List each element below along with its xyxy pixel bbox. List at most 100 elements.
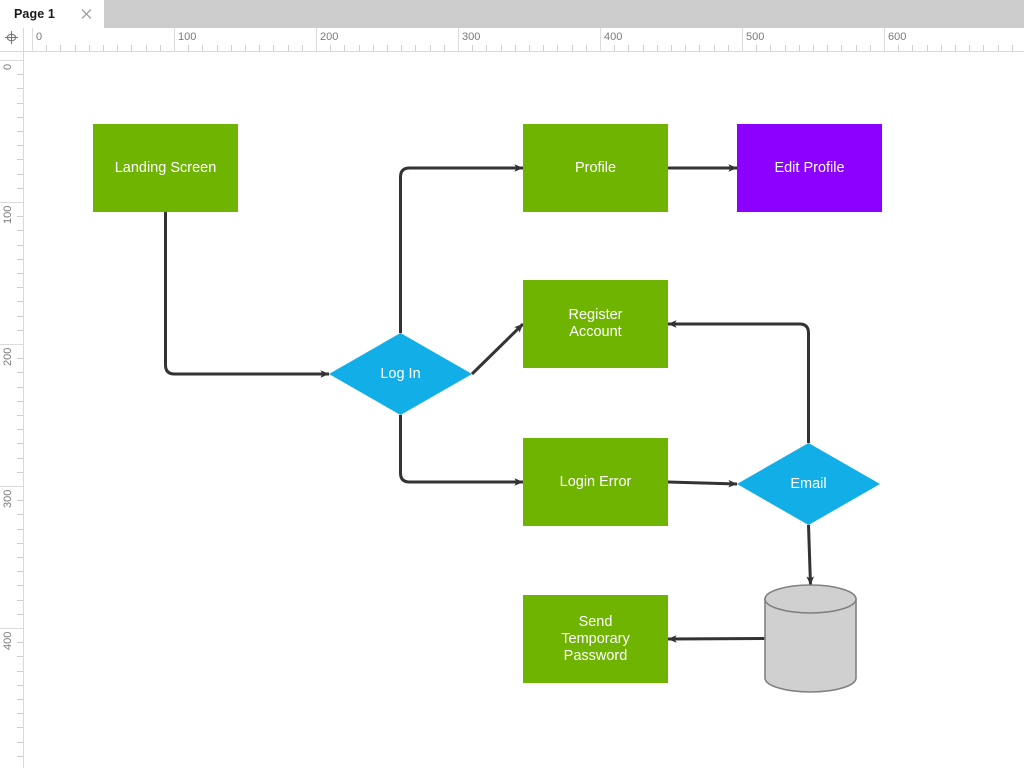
edge-email-to-database[interactable] bbox=[806, 524, 815, 586]
ruler-tick bbox=[0, 486, 23, 487]
node-shape-cylinder-top bbox=[764, 584, 857, 614]
ruler-minor-tick bbox=[17, 557, 23, 558]
ruler-minor-tick bbox=[17, 571, 23, 573]
edge-database-to-sendtemp[interactable] bbox=[667, 635, 766, 643]
node-editprof[interactable] bbox=[737, 124, 882, 212]
ruler-minor-tick bbox=[17, 216, 23, 218]
node-shape-rect bbox=[737, 124, 882, 212]
ruler-minor-tick bbox=[628, 45, 630, 51]
ruler-minor-tick bbox=[259, 45, 261, 51]
ruler-minor-tick bbox=[202, 45, 204, 51]
ruler-minor-tick bbox=[17, 74, 23, 76]
edge-login-to-profile[interactable] bbox=[399, 164, 524, 333]
ruler-minor-tick bbox=[17, 301, 23, 303]
node-sendtemp[interactable] bbox=[523, 595, 668, 683]
ruler-tick bbox=[0, 202, 23, 203]
ruler-label: 0 bbox=[2, 63, 14, 70]
node-shape-diamond bbox=[329, 333, 472, 415]
ruler-minor-tick bbox=[17, 727, 23, 729]
diagram-svg bbox=[93, 124, 882, 693]
ruler-tick bbox=[174, 28, 175, 51]
ruler-minor-tick bbox=[131, 45, 133, 51]
ruler-minor-tick bbox=[17, 514, 23, 516]
ruler-minor-tick bbox=[955, 45, 956, 51]
ruler-minor-tick bbox=[17, 230, 23, 232]
ruler-tick bbox=[0, 628, 23, 629]
ruler-minor-tick bbox=[17, 415, 23, 416]
node-profile[interactable] bbox=[523, 124, 668, 212]
edges-layer bbox=[164, 164, 815, 643]
ruler-minor-tick bbox=[17, 613, 23, 615]
node-login[interactable] bbox=[329, 333, 472, 415]
ruler-minor-tick bbox=[827, 45, 829, 51]
ruler-minor-tick bbox=[17, 670, 23, 672]
tab-page-1[interactable]: Page 1 bbox=[0, 0, 104, 28]
close-icon[interactable] bbox=[81, 9, 92, 20]
ruler-label: 400 bbox=[604, 31, 623, 43]
ruler-tick bbox=[458, 28, 459, 51]
ruler-tick bbox=[884, 28, 885, 51]
ruler-minor-tick bbox=[756, 45, 758, 51]
node-register[interactable] bbox=[523, 280, 668, 368]
ruler-minor-tick bbox=[344, 45, 346, 51]
ruler-tick bbox=[600, 28, 601, 51]
ruler-minor-tick bbox=[614, 45, 616, 51]
ruler-minor-tick bbox=[912, 45, 914, 51]
ruler-origin-button[interactable] bbox=[0, 28, 24, 52]
ruler-minor-tick bbox=[117, 45, 119, 51]
ruler-minor-tick bbox=[813, 45, 814, 51]
node-database[interactable] bbox=[764, 584, 857, 693]
edge-error-to-email[interactable] bbox=[667, 479, 738, 488]
ruler-minor-tick bbox=[358, 45, 360, 51]
ruler-minor-tick bbox=[17, 684, 23, 686]
ruler-minor-tick bbox=[46, 45, 48, 51]
ruler-minor-tick bbox=[940, 45, 942, 51]
ruler-minor-tick bbox=[17, 471, 23, 473]
ruler-minor-tick bbox=[74, 45, 76, 51]
node-shape-cylinder-body bbox=[764, 598, 857, 693]
ruler-label: 300 bbox=[462, 31, 481, 43]
ruler-minor-tick bbox=[330, 45, 332, 51]
ruler-tick bbox=[742, 28, 743, 51]
edge-landing-to-login[interactable] bbox=[164, 212, 330, 378]
ruler-minor-tick bbox=[898, 45, 900, 51]
ruler-minor-tick bbox=[443, 45, 445, 51]
ruler-minor-tick bbox=[770, 45, 772, 51]
ruler-minor-tick bbox=[17, 400, 23, 402]
ruler-tick bbox=[0, 344, 23, 345]
ruler-minor-tick bbox=[529, 45, 530, 51]
ruler-minor-tick bbox=[727, 45, 729, 51]
ruler-minor-tick bbox=[245, 45, 246, 51]
edge-email-to-register[interactable] bbox=[667, 320, 810, 443]
ruler-minor-tick bbox=[557, 45, 559, 51]
node-landing[interactable] bbox=[93, 124, 238, 212]
ruler-minor-tick bbox=[17, 315, 23, 317]
ruler-minor-tick bbox=[969, 45, 971, 51]
node-shape-rect bbox=[93, 124, 238, 212]
ruler-minor-tick bbox=[472, 45, 474, 51]
ruler-tick bbox=[316, 28, 317, 51]
edge-login-to-error[interactable] bbox=[399, 415, 524, 486]
node-email[interactable] bbox=[737, 443, 880, 525]
ruler-minor-tick bbox=[500, 45, 502, 51]
ruler-minor-tick bbox=[103, 45, 104, 51]
ruler-minor-tick bbox=[17, 741, 23, 743]
ruler-minor-tick bbox=[17, 585, 23, 587]
ruler-minor-tick bbox=[713, 45, 715, 51]
ruler-minor-tick bbox=[699, 45, 701, 51]
node-shape-rect bbox=[523, 595, 668, 683]
ruler-minor-tick bbox=[543, 45, 545, 51]
edge-login-to-register[interactable] bbox=[470, 322, 525, 376]
node-shape-rect bbox=[523, 124, 668, 212]
ruler-tick bbox=[0, 60, 23, 61]
node-error[interactable] bbox=[523, 438, 668, 526]
ruler-minor-tick bbox=[17, 287, 23, 289]
ruler-minor-tick bbox=[216, 45, 218, 51]
ruler-minor-tick bbox=[571, 45, 573, 51]
ruler-tick bbox=[32, 28, 33, 51]
ruler-minor-tick bbox=[17, 443, 23, 445]
